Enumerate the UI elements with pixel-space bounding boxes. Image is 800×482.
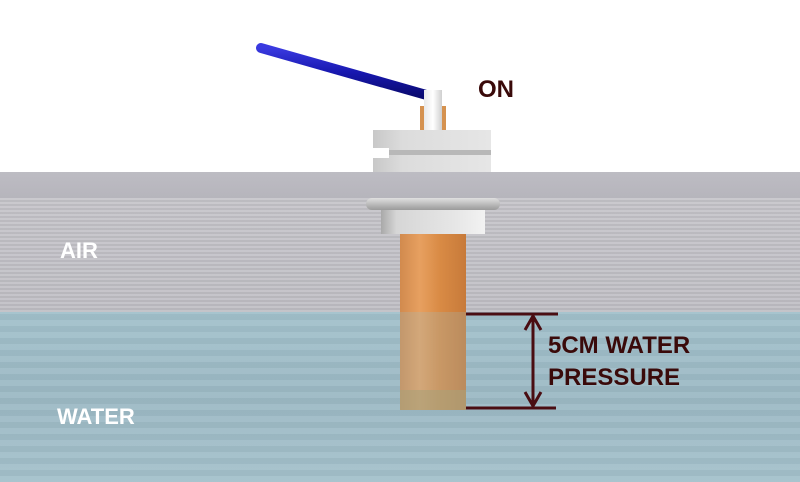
switch-stem xyxy=(424,90,442,130)
switch-groove xyxy=(373,150,491,155)
measurement-label-line2: PRESSURE xyxy=(548,364,681,391)
switch-state-label: ON xyxy=(478,76,514,103)
hex-nut xyxy=(381,208,485,234)
water-label: WATER xyxy=(57,404,135,429)
air-label: AIR xyxy=(60,238,98,263)
copper-tube xyxy=(400,234,466,410)
measurement-label: 5CM WATER PRESSURE xyxy=(548,330,690,394)
switch-notch xyxy=(373,148,389,158)
measurement-label-line1: 5CM WATER xyxy=(548,332,691,359)
tube-bottom-end xyxy=(400,390,466,410)
washer xyxy=(366,198,500,210)
mounting-plate xyxy=(0,172,800,198)
